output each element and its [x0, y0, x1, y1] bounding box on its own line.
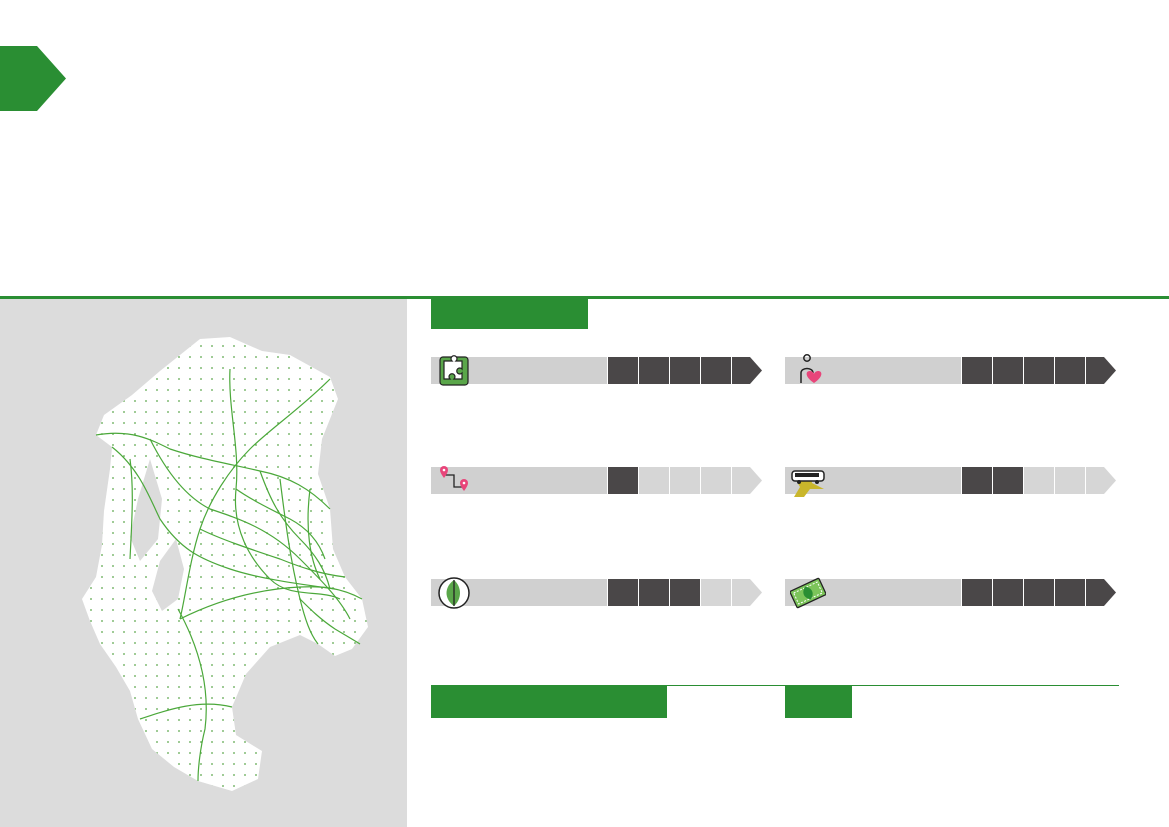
puzzle-icon: [439, 355, 469, 386]
footer-divider: [431, 685, 1119, 686]
rating-segment-empty: [1024, 467, 1054, 494]
rating-label-bar: [431, 467, 607, 494]
rating-segment-filled: [608, 467, 638, 494]
rating-segment-filled: [993, 467, 1023, 494]
rating-segment-filled: [639, 357, 669, 384]
section-tab-footer-right: [785, 686, 852, 718]
rating-segment-filled: [608, 357, 638, 384]
rating-segment-filled: [962, 467, 992, 494]
rating-segment-filled: [732, 357, 762, 384]
leaf-globe-icon: [438, 577, 470, 609]
rating-meter: [962, 579, 1116, 606]
rating-segment-filled: [962, 357, 992, 384]
rating-segment-filled: [1086, 579, 1116, 606]
rating-row: [431, 466, 765, 494]
rating-segment-empty: [701, 467, 731, 494]
rating-segment-empty: [732, 579, 762, 606]
rating-segment-filled: [608, 579, 638, 606]
rating-row: [785, 577, 1119, 609]
route-pins-icon: [440, 466, 468, 491]
rating-segment-filled: [1055, 579, 1085, 606]
region-road-network-map: [82, 337, 368, 791]
rating-segment-filled: [670, 357, 700, 384]
rating-segment-filled: [993, 357, 1023, 384]
rating-segment-empty: [670, 467, 700, 494]
rating-segment-filled: [1024, 357, 1054, 384]
rating-meter: [608, 357, 762, 384]
rating-meter: [608, 579, 762, 606]
section-tab-footer-left: [431, 686, 667, 718]
rating-segment-filled: [993, 579, 1023, 606]
green-chevron-icon: [0, 46, 66, 111]
money-leaf-icon: [790, 577, 826, 609]
rating-row: [431, 577, 765, 609]
rating-segment-filled: [639, 579, 669, 606]
rating-segment-filled: [1024, 579, 1054, 606]
person-heart-icon: [800, 354, 822, 383]
rating-row: [785, 354, 1119, 384]
rating-meter: [608, 467, 762, 494]
rating-segment-filled: [1055, 357, 1085, 384]
section-tab-ratings: [431, 297, 588, 329]
region-map-panel: [0, 299, 407, 827]
rating-segment-empty: [732, 467, 762, 494]
bus-star-icon: [791, 470, 825, 497]
rating-segment-empty: [701, 579, 731, 606]
rating-segment-empty: [1055, 467, 1085, 494]
rating-row: [431, 355, 765, 386]
rating-segment-filled: [670, 579, 700, 606]
rating-segment-filled: [701, 357, 731, 384]
rating-segment-filled: [962, 579, 992, 606]
rating-row: [785, 467, 1119, 497]
rating-segment-empty: [1086, 467, 1116, 494]
rating-segment-filled: [1086, 357, 1116, 384]
rating-meter: [962, 467, 1116, 494]
rating-meter: [962, 357, 1116, 384]
rating-segment-empty: [639, 467, 669, 494]
